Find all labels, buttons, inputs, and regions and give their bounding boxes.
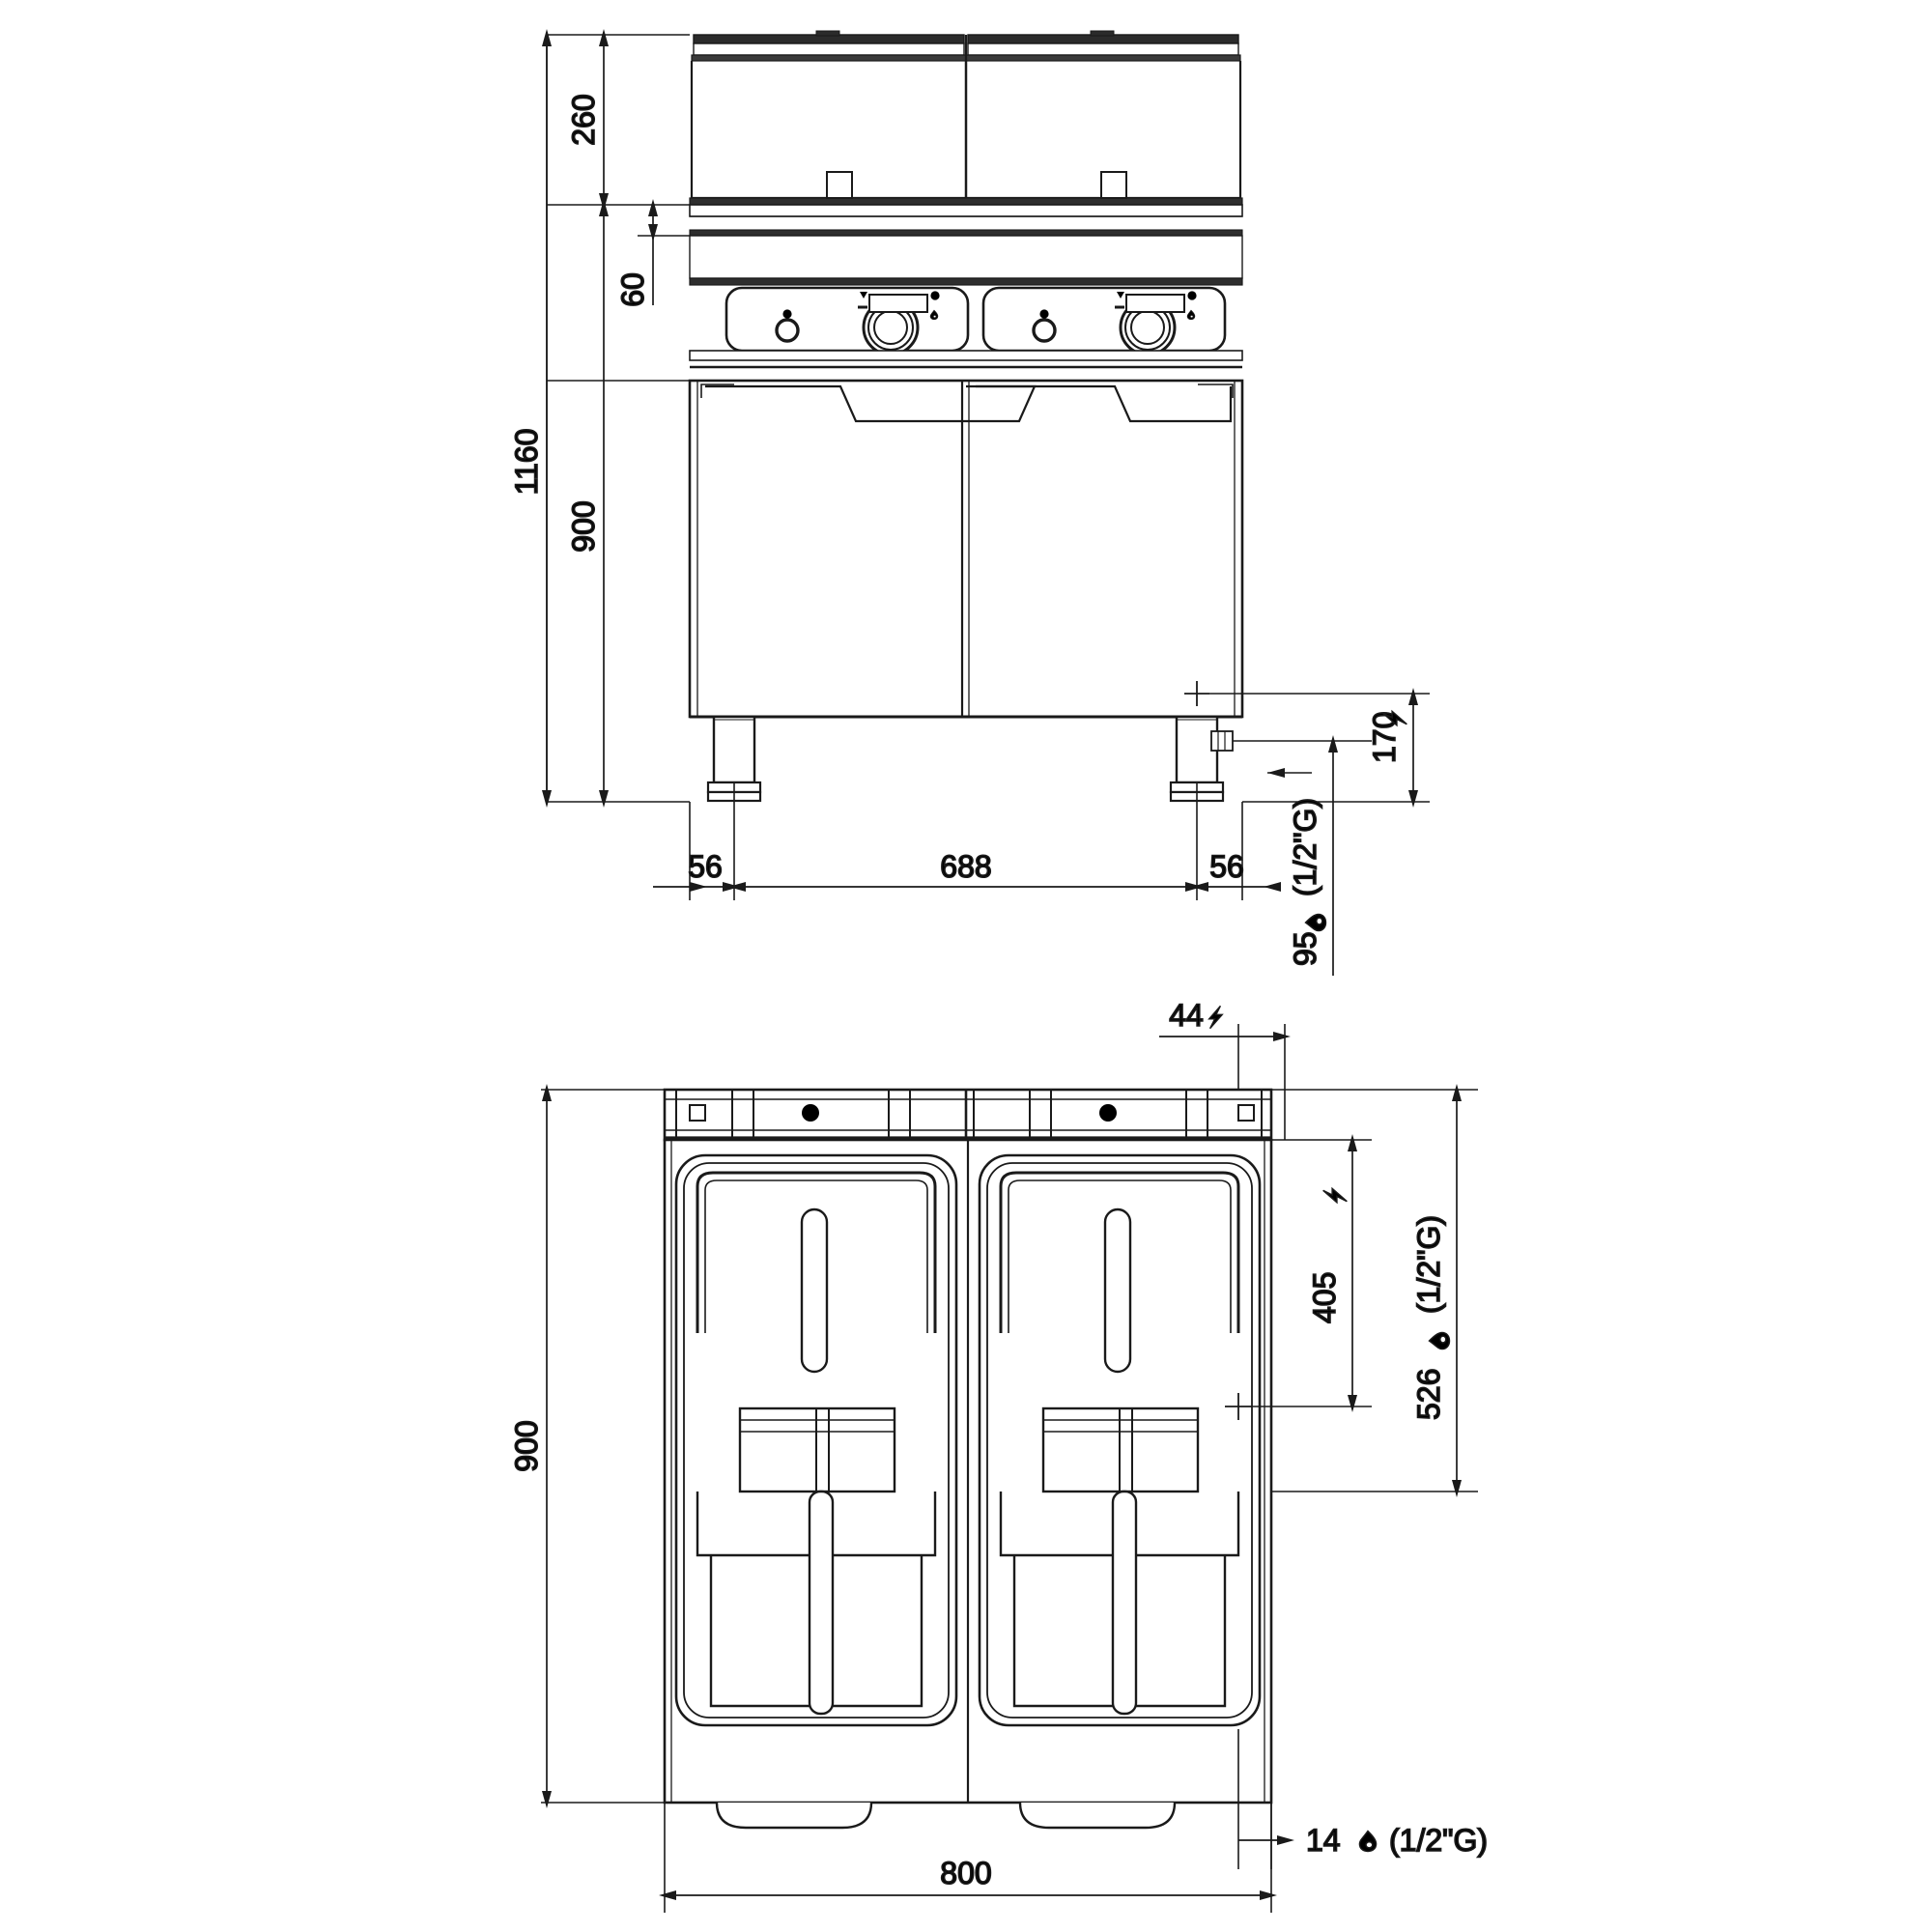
plan-electric-cross	[1225, 1393, 1252, 1420]
dim-56-right: 56	[1191, 848, 1281, 892]
dim-14: 14 (1/2"G)	[1237, 1729, 1489, 1869]
dim-label-1160: 1160	[509, 429, 544, 496]
dim-label-688: 688	[940, 849, 991, 884]
control-plate-left[interactable]	[724, 286, 970, 356]
rear-hinge-rail	[663, 1088, 1273, 1142]
pilot-light-icon-left	[775, 309, 800, 343]
dim-label-56-left: 56	[688, 849, 723, 884]
control-plate-right[interactable]	[981, 286, 1227, 356]
dim-900-height: 900	[565, 199, 609, 808]
dim-260: 260	[565, 29, 609, 211]
top-view-dimensions: 44 900 405	[508, 997, 1489, 1913]
dim-label-14: 14	[1306, 1823, 1341, 1858]
dim-label-526: 526	[1411, 1369, 1446, 1420]
dim-label-95: 95	[1288, 931, 1322, 966]
dim-1160: 1160	[508, 29, 552, 808]
dim-label-95-thread: (1/2"G)	[1288, 798, 1322, 896]
plan-tank-right	[978, 1153, 1262, 1727]
dim-label-526-thread: (1/2"G)	[1411, 1215, 1446, 1314]
dim-900-depth: 900	[508, 1084, 665, 1808]
pilot-light-icon-right	[1032, 309, 1057, 343]
dim-label-14-thread: (1/2"G)	[1389, 1823, 1488, 1858]
lid-assembly	[690, 30, 1242, 200]
dim-label-900-depth: 900	[509, 1420, 544, 1471]
dim-170: 170	[1209, 688, 1430, 808]
dim-label-405: 405	[1307, 1272, 1342, 1323]
dim-label-60: 60	[615, 272, 650, 307]
dim-label-900-height: 900	[566, 500, 601, 552]
top-view-group	[663, 1088, 1273, 1830]
dim-405: 405	[1252, 1134, 1372, 1412]
dim-label-44: 44	[1169, 998, 1204, 1033]
cabinet-doors	[688, 379, 1244, 719]
plan-tank-left	[674, 1153, 958, 1727]
dim-label-260: 260	[566, 94, 601, 145]
dim-label-800: 800	[940, 1856, 991, 1890]
gas-connection-stub	[1210, 730, 1234, 752]
front-view-group	[688, 30, 1244, 803]
dim-label-56-right: 56	[1209, 849, 1244, 884]
dim-bottom-row: 56 688 56	[653, 782, 1281, 900]
control-panel	[689, 235, 1243, 369]
worktop-band	[689, 171, 1243, 237]
front-view-dimensions: 1160 900 260 60	[508, 29, 1430, 976]
dim-800: 800	[659, 1803, 1277, 1913]
electric-connection-marker	[1184, 681, 1209, 706]
dim-56-left: 56	[653, 848, 740, 892]
dim-95: 95 (1/2"G)	[1233, 735, 1372, 976]
dim-44: 44	[1159, 997, 1291, 1140]
dim-526: 526 (1/2"G)	[1271, 1084, 1478, 1497]
plan-front-feet	[715, 1802, 1177, 1830]
dim-688: 688	[728, 848, 1203, 892]
dim-60: 60	[614, 199, 658, 308]
